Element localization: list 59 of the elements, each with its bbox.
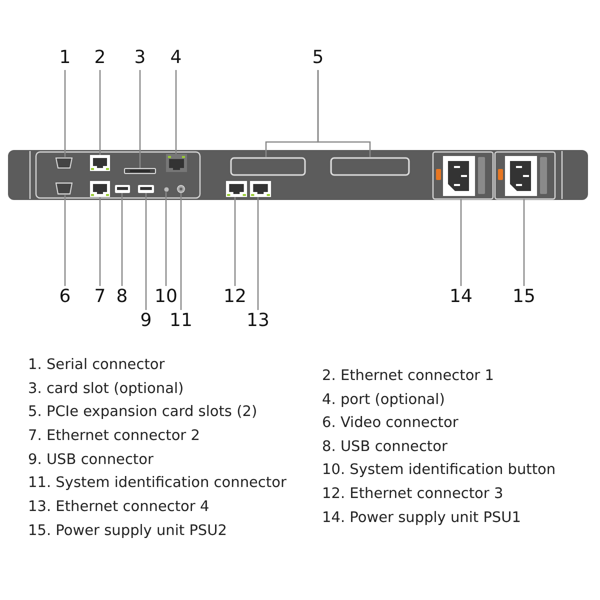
legend-entry: 13. Ethernet connector 4 bbox=[28, 498, 210, 516]
callout-number: 3 bbox=[125, 48, 155, 68]
leader-line bbox=[145, 193, 147, 310]
callout-number: 5 bbox=[303, 48, 333, 68]
leader-line bbox=[64, 70, 66, 157]
power-socket bbox=[443, 153, 475, 199]
legend-entry: 8. USB connector bbox=[322, 438, 448, 456]
ethernet-port bbox=[90, 155, 110, 171]
legend-entry: 5. PCIe expansion card slots (2) bbox=[28, 403, 258, 421]
legend-entry: 12. Ethernet connector 3 bbox=[322, 485, 504, 503]
power-socket bbox=[505, 153, 537, 199]
callout-number: 4 bbox=[161, 48, 191, 68]
leader-line bbox=[139, 70, 141, 168]
leader-line bbox=[180, 193, 182, 310]
leader-line bbox=[165, 192, 167, 286]
legend-entry: 6. Video connector bbox=[322, 414, 458, 432]
leader-line bbox=[234, 197, 236, 286]
ethernet-port bbox=[226, 181, 247, 197]
usb-port bbox=[115, 185, 130, 193]
callout-number: 12 bbox=[220, 287, 250, 307]
ethernet-port bbox=[90, 181, 110, 197]
callout-number: 14 bbox=[446, 287, 476, 307]
legend-entry: 3. card slot (optional) bbox=[28, 380, 184, 398]
legend-entry: 14. Power supply unit PSU1 bbox=[322, 509, 521, 527]
leader-line bbox=[99, 197, 101, 286]
leader-line bbox=[523, 199, 525, 286]
legend-entry: 1. Serial connector bbox=[28, 356, 165, 374]
callout-number: 15 bbox=[509, 287, 539, 307]
legend-entry: 2. Ethernet connector 1 bbox=[322, 367, 494, 385]
serial-port bbox=[55, 182, 73, 195]
expansion-slot bbox=[330, 157, 410, 176]
callout-number: 13 bbox=[243, 311, 273, 331]
legend-entry: 7. Ethernet connector 2 bbox=[28, 427, 200, 445]
leader-line bbox=[64, 195, 66, 286]
callout-number: 6 bbox=[50, 287, 80, 307]
legend-entry: 10. System identification button bbox=[322, 461, 556, 479]
leader-line bbox=[175, 70, 177, 154]
round-connector bbox=[177, 185, 185, 193]
callout-number: 2 bbox=[85, 48, 115, 68]
expansion-slot bbox=[230, 157, 306, 176]
ethernet-port bbox=[166, 154, 187, 172]
leader-line bbox=[460, 199, 462, 286]
leader-line bbox=[257, 197, 259, 310]
ethernet-port bbox=[250, 181, 271, 197]
identification-button bbox=[164, 187, 169, 192]
legend-entry: 11. System identification connector bbox=[28, 474, 286, 492]
callout-number: 10 bbox=[151, 287, 181, 307]
leader-line bbox=[317, 70, 371, 157]
legend-entry: 9. USB connector bbox=[28, 451, 154, 469]
callout-number: 11 bbox=[166, 311, 196, 331]
card-slot bbox=[124, 168, 156, 174]
leader-line bbox=[121, 193, 123, 286]
usb-port bbox=[138, 185, 154, 193]
legend-entry: 15. Power supply unit PSU2 bbox=[28, 522, 227, 540]
legend-entry: 4. port (optional) bbox=[322, 391, 445, 409]
callout-number: 9 bbox=[131, 311, 161, 331]
callout-number: 1 bbox=[50, 48, 80, 68]
leader-line bbox=[99, 70, 101, 155]
serial-port bbox=[55, 157, 73, 169]
